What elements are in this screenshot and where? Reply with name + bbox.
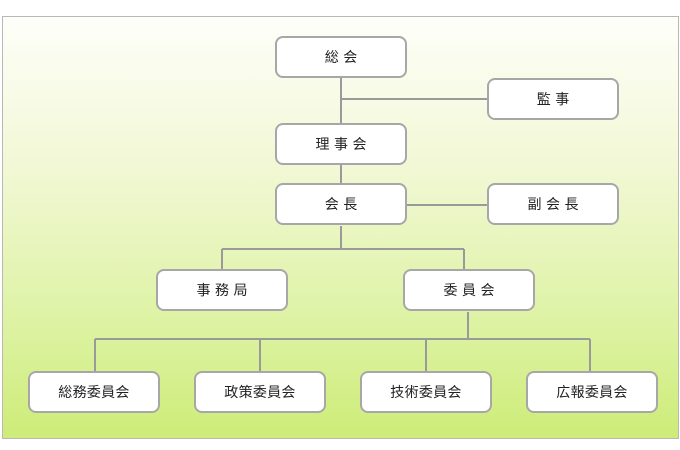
general-assembly-label: 総 会 xyxy=(324,50,358,66)
vice-president-box: 副 会 長 xyxy=(487,183,619,225)
secretariat-label: 事 務 局 xyxy=(196,283,248,299)
committee-item-general-affairs: 総務委員会 xyxy=(28,371,160,413)
committee-label: 委 員 会 xyxy=(443,283,495,299)
board-label: 理 事 会 xyxy=(315,137,367,153)
vice-president-label: 副 会 長 xyxy=(527,197,579,213)
board-box: 理 事 会 xyxy=(275,123,407,165)
auditor-box: 監 事 xyxy=(487,78,619,120)
general-assembly-box: 総 会 xyxy=(275,36,407,78)
president-box: 会 長 xyxy=(275,183,407,225)
secretariat-box: 事 務 局 xyxy=(156,269,288,311)
president-label: 会 長 xyxy=(324,197,358,213)
committee-item-label: 技術委員会 xyxy=(390,385,462,401)
committee-item-label: 総務委員会 xyxy=(58,385,130,401)
committee-item-policy: 政策委員会 xyxy=(194,371,326,413)
committee-box: 委 員 会 xyxy=(403,269,535,311)
committee-item-public-relations: 広報委員会 xyxy=(526,371,658,413)
committee-item-technology: 技術委員会 xyxy=(360,371,492,413)
auditor-label: 監 事 xyxy=(536,92,570,108)
committee-item-label: 政策委員会 xyxy=(224,385,296,401)
committee-item-label: 広報委員会 xyxy=(556,385,628,401)
